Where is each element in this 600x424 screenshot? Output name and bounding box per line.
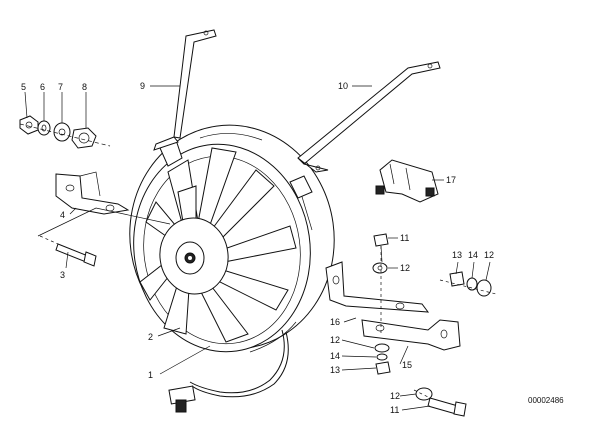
label-1: 1 xyxy=(148,370,153,380)
callout-labels: 5 6 7 8 4 3 9 10 17 11 12 13 14 12 2 1 1… xyxy=(21,81,494,415)
label-4: 4 xyxy=(60,210,65,220)
motor-hub xyxy=(159,217,229,295)
wiring-harness xyxy=(168,329,289,413)
label-13-right: 13 xyxy=(452,250,462,260)
fan-assembly xyxy=(129,124,335,353)
bracket-9 xyxy=(153,29,217,151)
left-fasteners xyxy=(19,115,171,267)
label-7: 7 xyxy=(58,82,63,92)
label-16: 16 xyxy=(330,317,340,327)
reference-number: 00002486 xyxy=(528,396,564,405)
label-11-top: 11 xyxy=(400,233,409,243)
right-brackets xyxy=(325,233,497,417)
label-3: 3 xyxy=(60,270,65,280)
part-17-resistor-bracket xyxy=(375,159,439,203)
label-14-mid: 14 xyxy=(330,351,340,361)
label-8: 8 xyxy=(82,82,87,92)
label-2: 2 xyxy=(148,332,153,342)
label-12-bottom: 12 xyxy=(390,391,400,401)
label-17: 17 xyxy=(446,175,456,185)
leader-lines xyxy=(24,85,491,411)
label-9: 9 xyxy=(140,81,145,91)
label-12-mid: 12 xyxy=(330,335,340,345)
label-12-right: 12 xyxy=(484,250,494,260)
label-6: 6 xyxy=(40,82,45,92)
label-5: 5 xyxy=(21,82,26,92)
label-12-top: 12 xyxy=(400,263,410,273)
label-11-bottom: 11 xyxy=(390,405,399,415)
label-13-mid: 13 xyxy=(330,365,340,375)
bracket-10 xyxy=(297,61,441,173)
label-15: 15 xyxy=(402,360,412,370)
label-14-right: 14 xyxy=(468,250,478,260)
label-10: 10 xyxy=(338,81,348,91)
